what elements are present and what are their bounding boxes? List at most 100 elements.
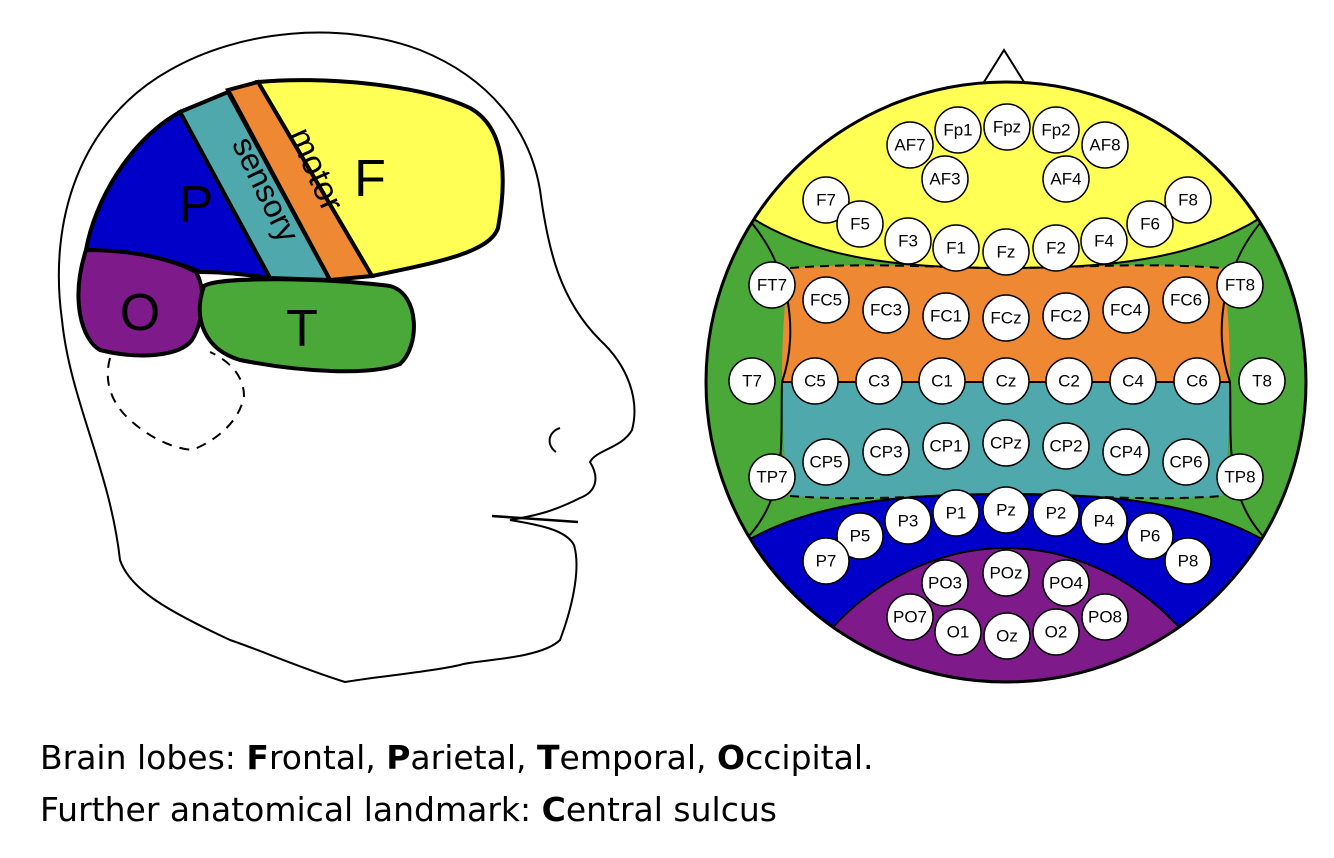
electrode-circle — [862, 428, 910, 476]
central-sulcus — [227, 91, 331, 281]
electrode-label: P4 — [1094, 512, 1115, 531]
electrode-circle — [918, 357, 966, 405]
electrode-circle — [1126, 512, 1174, 560]
electrode-circle — [884, 497, 932, 545]
electrode-label: CP3 — [869, 443, 902, 462]
electrode-label: C4 — [1122, 372, 1144, 391]
electrode-label: AF4 — [1050, 170, 1081, 189]
electrode-label: F5 — [850, 215, 870, 234]
electrode-circle — [982, 357, 1030, 405]
electrode-f6: F6 — [1126, 200, 1174, 248]
electrode-fc6: FC6 — [1162, 276, 1210, 324]
electrode-label: POz — [989, 564, 1022, 583]
electrode-label: P1 — [946, 504, 967, 523]
electrode-cp3: CP3 — [862, 428, 910, 476]
electrode-pz: Pz — [982, 486, 1030, 534]
electrode-label: FT8 — [1225, 276, 1255, 295]
electrode-circle — [934, 608, 982, 656]
electrode-circle — [1109, 357, 1157, 405]
electrode-fc5: FC5 — [802, 276, 850, 324]
caption-parietal-rest: arietal, — [410, 738, 537, 777]
electrode-label: Fz — [997, 243, 1016, 262]
electrode-label: F6 — [1140, 215, 1160, 234]
electrode-label: PO4 — [1049, 574, 1083, 593]
electrode-cp4: CP4 — [1102, 428, 1150, 476]
electrode-label: Cz — [996, 372, 1017, 391]
electrode-p7: P7 — [802, 537, 850, 585]
electrode-label: F8 — [1178, 191, 1198, 210]
electrode-circle — [1216, 453, 1264, 501]
electrode-p8: P8 — [1164, 537, 1212, 585]
electrode-label: FC3 — [870, 301, 902, 320]
electrode-circle — [934, 106, 982, 154]
electrode-label: AF8 — [1089, 136, 1120, 155]
occipital-border — [821, 546, 1191, 641]
electrode-label: C6 — [1186, 372, 1208, 391]
occipital-label: O — [120, 284, 160, 342]
electrode-label: FC6 — [1170, 291, 1202, 310]
electrode-t7: T7 — [728, 357, 776, 405]
electrode-circle — [982, 486, 1030, 534]
electrode-label: CP4 — [1109, 443, 1142, 462]
electrode-label: F4 — [1094, 232, 1114, 251]
electrode-cpz: CPz — [982, 419, 1030, 467]
electrode-circle — [1081, 121, 1129, 169]
electrode-circle — [1042, 155, 1090, 203]
caption-line-2: Further anatomical landmark: Central sul… — [40, 790, 777, 829]
electrode-label: FC1 — [930, 307, 962, 326]
electrode-label: FC2 — [1050, 307, 1082, 326]
electrode-fpz: Fpz — [983, 103, 1031, 151]
electrode-cp2: CP2 — [1042, 422, 1090, 470]
electrode-af7: AF7 — [886, 121, 934, 169]
electrode-f1: F1 — [932, 224, 980, 272]
electrode-circle — [1162, 276, 1210, 324]
electrode-label: TP7 — [756, 468, 787, 487]
electrode-label: AF7 — [894, 136, 925, 155]
electrode-label: FC5 — [810, 291, 842, 310]
electrode-poz: POz — [982, 549, 1030, 597]
electrode-circle — [1042, 292, 1090, 340]
electrode-af8: AF8 — [1081, 121, 1129, 169]
electrode-circle — [886, 121, 934, 169]
frontal-lobe — [254, 78, 505, 279]
electrode-p3: P3 — [884, 497, 932, 545]
electrode-circle — [1102, 428, 1150, 476]
electrode-circle — [932, 489, 980, 537]
electrode-circle — [855, 357, 903, 405]
caption-line-1: Brain lobes: Frontal, Parietal, Temporal… — [40, 738, 874, 777]
electrode-circle — [836, 512, 884, 560]
electrode-circle — [983, 103, 1031, 151]
electrode-circle — [1032, 224, 1080, 272]
electrode-circle — [1216, 261, 1264, 309]
electrode-tp8: TP8 — [1216, 453, 1264, 501]
electrode-circle — [802, 176, 850, 224]
electrode-p2: P2 — [1032, 489, 1080, 537]
electrode-c2: C2 — [1045, 357, 1093, 405]
nose-nostril — [548, 427, 561, 453]
electrode-c3: C3 — [855, 357, 903, 405]
electrode-circle — [1164, 176, 1212, 224]
frontal-label: F — [354, 150, 386, 208]
electrode-label: P3 — [898, 512, 919, 531]
electrode-fp1: Fp1 — [934, 106, 982, 154]
electrode-o1: O1 — [934, 608, 982, 656]
electrode-fcz: FCz — [982, 294, 1030, 342]
electrode-label: PO8 — [1088, 608, 1122, 627]
electrode-cp6: CP6 — [1162, 438, 1210, 486]
electrode-label: P6 — [1140, 527, 1161, 546]
electrode-oz: Oz — [983, 612, 1031, 660]
electrode-circle — [982, 419, 1030, 467]
electrode-circle — [1080, 217, 1128, 265]
electrode-circle — [728, 357, 776, 405]
electrode-circle — [802, 537, 850, 585]
electrode-circle — [836, 200, 884, 248]
electrode-label: C1 — [931, 372, 953, 391]
electrode-label: O2 — [1045, 623, 1068, 642]
electrode-circle — [802, 276, 850, 324]
electrode-label: Oz — [996, 627, 1018, 646]
electrode-circle — [982, 228, 1030, 276]
electrode-circle — [1081, 593, 1129, 641]
head-outline — [57, 31, 636, 684]
